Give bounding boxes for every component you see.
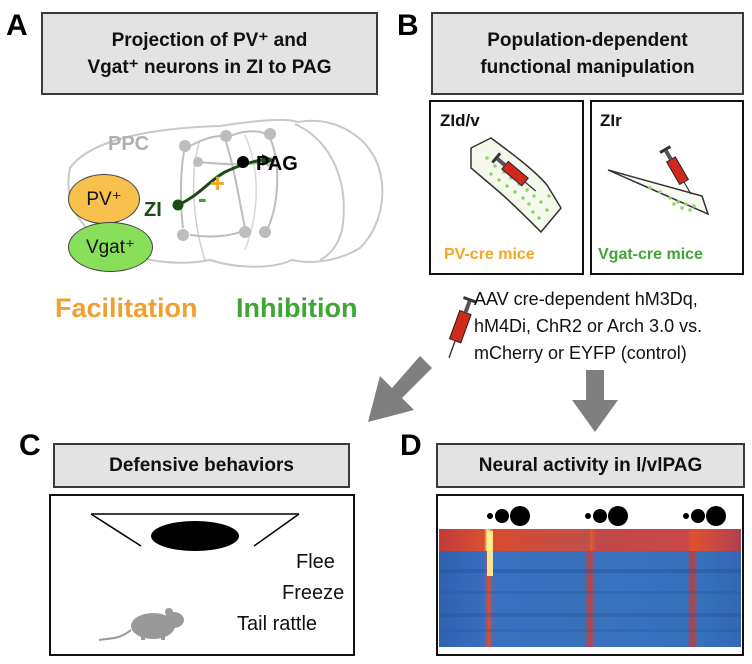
- virus-line3: mCherry or EYFP (control): [474, 343, 687, 363]
- ppc-label: PPC: [108, 133, 150, 155]
- arrow-to-c: [368, 356, 432, 422]
- panel-b-title-line1: Population-dependent: [487, 29, 688, 51]
- panel-d-title: Neural activity in l/vlPAG: [436, 443, 745, 488]
- panel-a-title: Projection of PV⁺ and Vgat⁺ neurons in Z…: [41, 12, 378, 95]
- cerebellum-line: [294, 123, 345, 261]
- syringe-left: [491, 152, 537, 192]
- vgat-cre-label: Vgat-cre mice: [598, 246, 703, 263]
- slice-left-drawing: [470, 137, 562, 234]
- plus-sign: +: [210, 168, 226, 198]
- panel-c-letter: C: [19, 429, 41, 462]
- activity-heatmap: [439, 529, 741, 647]
- panel-d-letter: D: [400, 429, 422, 462]
- virus-line2: hM4Di, ChR2 or Arch 3.0 vs.: [474, 316, 703, 336]
- arena-drawing: [90, 513, 300, 641]
- minus-sign: -: [198, 183, 207, 213]
- vgat-oval: Vgat⁺: [68, 222, 153, 272]
- mouse-icon: [98, 608, 184, 641]
- node-6: [177, 229, 189, 241]
- behavior-freeze: Freeze: [282, 582, 345, 604]
- shelter-ellipse: [151, 521, 239, 551]
- panel-b-title-line2: functional manipulation: [480, 56, 695, 78]
- node-2: [220, 130, 232, 142]
- virus-line1: AAV cre-dependent hM3Dq,: [474, 289, 698, 309]
- zi-label: ZI: [144, 199, 162, 221]
- slice-right-drawing: [607, 145, 710, 216]
- behavior-tail-rattle: Tail rattle: [237, 613, 318, 635]
- syringe-right: [659, 145, 692, 195]
- arena-frame: [49, 494, 355, 656]
- slice-right-label: ZIr: [600, 111, 622, 130]
- slice-left-label: ZId/v: [440, 111, 480, 130]
- facilitation-label: Facilitation: [55, 293, 198, 323]
- pv-oval: PV⁺: [68, 174, 140, 224]
- syringe-icon: [448, 296, 478, 358]
- pag-node: [237, 156, 249, 168]
- projection-arrowhead: [262, 154, 274, 166]
- panel-b-letter: B: [397, 9, 419, 42]
- panel-c-title: Defensive behaviors: [53, 443, 350, 488]
- inner-line: [244, 134, 257, 251]
- pv-cre-label: PV-cre mice: [444, 246, 535, 263]
- panel-a-letter: A: [6, 9, 28, 42]
- behavior-flee: Flee: [296, 551, 335, 573]
- node-7: [239, 226, 251, 238]
- arrow-to-d: [572, 370, 618, 432]
- node-8: [259, 226, 271, 238]
- panel-a-title-line2: Vgat⁺ neurons in ZI to PAG: [87, 56, 332, 78]
- inhibition-label: Inhibition: [236, 293, 358, 323]
- panel-a-title-line1: Projection of PV⁺ and: [111, 29, 308, 51]
- sound-dots: [487, 506, 726, 526]
- panel-b-title: Population-dependent functional manipula…: [431, 12, 744, 95]
- pag-label: PAG: [256, 153, 298, 175]
- zi-pag-projection: [177, 158, 263, 207]
- zi-node: [172, 199, 184, 211]
- brain-diagram: [67, 118, 384, 268]
- node-3: [264, 128, 276, 140]
